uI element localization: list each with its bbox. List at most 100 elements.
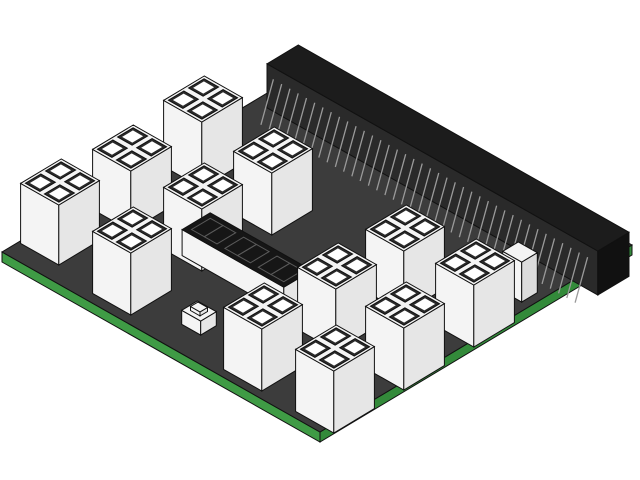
header-pin [466,196,481,243]
box-top-face [189,301,209,313]
pin-cavity-wall [69,175,91,188]
pin-cavity-wall [122,130,144,143]
pin-cavity-wall [191,191,213,204]
pin-cavity-wall [395,210,417,223]
header-pin [384,149,399,196]
pin-cavity-wall [232,300,254,313]
pin-cavity-wall [101,142,123,155]
pin-cavity-wall [393,310,415,323]
display-digit-segment [236,243,271,264]
pin-cavity-wall [212,179,234,192]
box-top-face [364,281,446,329]
header-pin [566,252,580,299]
header-pin [491,210,506,257]
pin-cavity-wall [242,144,264,157]
power-connector-2x2 [364,281,446,391]
pin-cavity-wall [212,92,234,105]
header-pin [409,163,423,210]
box-top-face [91,206,173,254]
pin-cavity-wall [374,299,396,312]
box-top-face [162,75,244,123]
header-pin [549,242,564,289]
pin-cavity-wall [344,341,366,354]
header-pin [334,121,349,168]
pin-cavity-wall [325,330,347,343]
power-connector-2x2 [294,324,376,434]
display-digit-segment [203,224,237,245]
header-pin [276,88,291,135]
power-connector-2x2 [232,126,314,236]
box-top-face [434,238,516,286]
power-connector-2x2 [222,282,304,392]
box-top-face [162,162,244,210]
header-pin [351,130,365,177]
pin-cavity-wall [346,259,368,272]
header-pin [342,125,357,172]
pin-cavity-wall [393,233,415,246]
pin-cavity-wall [465,244,487,257]
pin-cavity-wall [193,81,215,94]
header-pin [433,177,448,224]
header-pin [450,186,465,233]
pin-cavity-wall [484,255,506,268]
header-pin [417,168,432,214]
pin-cavity-wall [120,153,142,166]
pin-cavity-wall [327,248,349,261]
pin-cavity-wall [251,311,273,324]
pin-cavity-wall [414,221,436,234]
pin-cavity-wall [101,224,123,237]
box-top-face [232,126,314,174]
header-pin [392,154,407,200]
pin-cavity-wall [263,132,285,145]
box-top-face [222,282,304,330]
header-pin [359,135,374,182]
pin-cavity-wall [29,176,51,189]
power-connector-2x2 [19,158,101,266]
pin-cavity-wall [261,155,283,168]
header-pin [475,200,489,247]
pin-cavity-wall [414,298,436,311]
pin-cavity-wall [304,342,326,355]
pin-cavity-wall [325,271,347,284]
header-pin [574,257,589,303]
box-top-face [501,241,539,263]
pin-cavity-wall [122,212,144,225]
header-pin [442,182,456,228]
pin-cavity-wall [172,180,194,193]
pin-cavity-wall [444,256,466,269]
pin-cavity-wall [191,104,213,117]
box-top-face [296,242,378,290]
header-pin [400,158,415,205]
pin-cavity-wall [50,164,72,177]
header-pin [285,93,299,140]
header-pin [293,97,308,144]
pin-cavity-wall [120,235,142,248]
pin-cavity-wall [141,223,163,236]
header-pin [268,83,283,130]
header-pin [458,191,473,238]
pin-cavity-wall [272,299,294,312]
power-connector-2x2 [162,75,244,189]
box-top-face [19,158,101,206]
power-connector-2x2 [91,206,173,316]
pin-cavity-wall [48,187,70,200]
pin-cavity-wall [374,222,396,235]
switch-button [189,301,209,317]
header-pin [318,111,332,158]
header-pin [367,140,382,186]
pin-cavity-wall [282,143,304,156]
header-pin [309,107,324,154]
box-top-face [266,44,630,252]
pin-cavity-wall [395,287,417,300]
pin-cavity-wall [172,93,194,106]
pin-cavity-wall [141,141,163,154]
box-top-face [294,324,376,372]
box-top-face [91,124,173,172]
power-connector-2x2 [91,124,173,232]
header-pin [326,116,341,163]
edge-connector-header [260,44,630,303]
header-pin [483,205,498,252]
pin-cavity-wall [253,288,275,301]
pin-cavity-wall [463,267,485,280]
header-pin [301,102,316,149]
